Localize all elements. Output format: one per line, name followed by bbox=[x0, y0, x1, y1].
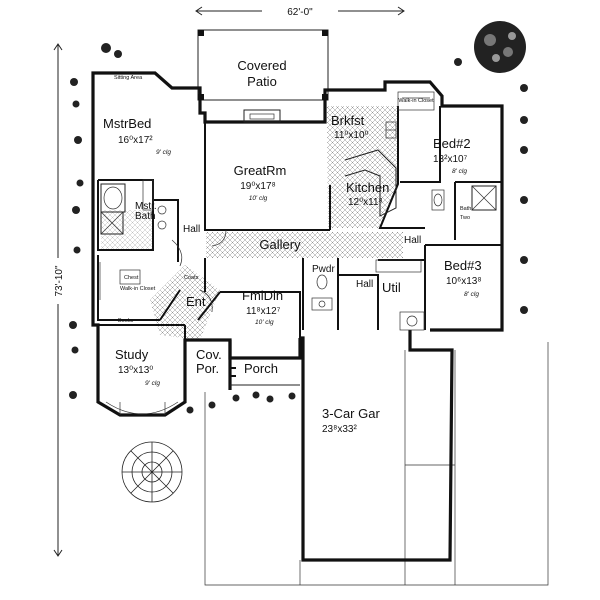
sitting-area-label: Sitting Area bbox=[114, 75, 143, 81]
utility-label: Util bbox=[382, 280, 401, 295]
walk-in-closet-left-label: Walk-in Closet bbox=[120, 286, 156, 292]
depth-dimension-label: 73'-10" bbox=[54, 265, 65, 296]
breakfast-size: 11⁰x10⁰ bbox=[334, 130, 369, 141]
bed3-size: 10⁶x13⁸ bbox=[446, 276, 482, 287]
chest-label: Chest bbox=[124, 275, 139, 281]
books-label: Books bbox=[118, 318, 134, 324]
kitchen-name: Kitchen bbox=[346, 180, 389, 195]
width-dimension-label: 62'-0" bbox=[287, 7, 313, 18]
covered-patio-label-2: Patio bbox=[247, 74, 277, 89]
interior-walls bbox=[97, 106, 502, 340]
garage-size: 23⁸x33² bbox=[322, 424, 357, 435]
gallery-label: Gallery bbox=[259, 237, 301, 252]
bed3-ceiling: 8' clg bbox=[464, 291, 479, 298]
master-bath-label: Mstr. bbox=[135, 201, 157, 212]
formal-dining-name: FmlDin bbox=[242, 288, 283, 303]
depth-dimension: 73'-10" bbox=[50, 43, 66, 557]
master-bed-size: 16⁰x17² bbox=[118, 135, 153, 146]
bed2-name: Bed#2 bbox=[433, 136, 471, 151]
powder-label: Pwdr bbox=[312, 264, 335, 275]
tree-bottom-left-icon bbox=[121, 441, 183, 503]
master-bath-label-2: Bath bbox=[135, 211, 156, 222]
coats-label: Coats bbox=[184, 275, 199, 281]
bed2-ceiling: 8' clg bbox=[452, 168, 467, 175]
hall-left-label: Hall bbox=[183, 224, 200, 235]
bed2-size: 13²x10⁷ bbox=[433, 154, 468, 165]
tree-top-right-icon bbox=[474, 21, 526, 73]
covered-porch-label-2: Por. bbox=[196, 361, 219, 376]
master-bed-ceiling: 9' clg bbox=[156, 149, 171, 156]
covered-porch-label: Cov. bbox=[196, 347, 222, 362]
formal-dining-size: 11⁸x12⁷ bbox=[246, 306, 281, 317]
bath-two-label: Bath bbox=[460, 206, 471, 212]
porch-label: Porch bbox=[244, 361, 278, 376]
width-dimension: 62'-0" bbox=[195, 4, 405, 18]
covered-patio-label: Covered bbox=[237, 58, 286, 73]
entry-label: Ent bbox=[186, 294, 206, 309]
exterior-walls bbox=[91, 71, 504, 562]
great-room-name: GreatRm bbox=[234, 163, 287, 178]
master-bed-name: MstrBed bbox=[103, 116, 151, 131]
bed3-name: Bed#3 bbox=[444, 258, 482, 273]
great-room-size: 19⁰x17⁸ bbox=[240, 181, 275, 192]
bath-two-label-2: Two bbox=[460, 215, 470, 221]
formal-dining-ceiling: 10' clg bbox=[255, 319, 274, 326]
fixtures bbox=[99, 91, 497, 415]
great-room-ceiling: 10' clg bbox=[249, 195, 268, 202]
study-ceiling: 9' clg bbox=[145, 380, 160, 387]
study-size: 13⁰x13⁰ bbox=[118, 365, 153, 376]
kitchen-size: 12⁰x11⁸ bbox=[348, 197, 383, 208]
driveway-outline bbox=[204, 342, 549, 586]
breakfast-name: Brkfst bbox=[331, 113, 365, 128]
shrubs bbox=[69, 43, 528, 414]
hall-small-label: Hall bbox=[356, 279, 373, 290]
garage-name: 3-Car Gar bbox=[322, 406, 380, 421]
study-name: Study bbox=[115, 347, 149, 362]
hall-mid-label: Hall bbox=[404, 235, 421, 246]
walk-in-closet-top-label: Walk-in Closet bbox=[398, 98, 434, 104]
